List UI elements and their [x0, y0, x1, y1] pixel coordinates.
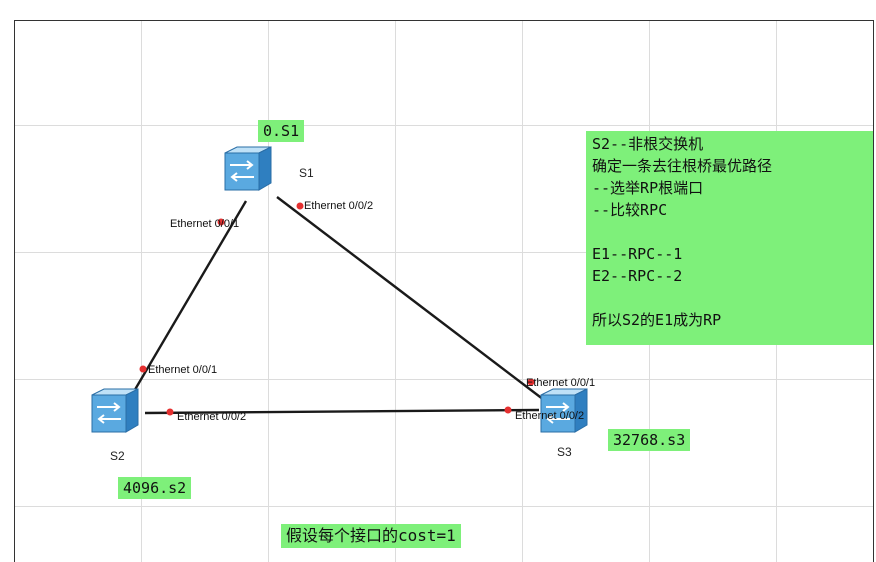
note-line: S2--非根交换机	[592, 135, 704, 153]
link-layer	[131, 196, 549, 416]
switch-icon	[224, 146, 272, 191]
port-dot-s3-e2[interactable]	[504, 406, 512, 414]
device-label-s1: S1	[299, 166, 314, 180]
port-dot-s2-e1[interactable]	[139, 365, 147, 373]
note-line: 所以S2的E1成为RP	[592, 311, 722, 329]
note-line: --选举RP根端口	[592, 179, 704, 197]
switch-s2[interactable]	[88, 387, 142, 435]
device-label-s3: S3	[557, 445, 572, 459]
note-spacer	[592, 221, 873, 243]
port-label-s2-e1: Ethernet 0/0/1	[148, 364, 218, 376]
switch-s1[interactable]	[221, 145, 275, 193]
port-dot-s1-e1[interactable]	[217, 218, 225, 226]
note-line: --比较RPC	[592, 201, 668, 219]
switch-icon	[91, 388, 139, 433]
priority-tag-s3: 32768.s3	[608, 429, 691, 451]
port-label-s1-e2: Ethernet 0/0/2	[304, 200, 374, 212]
link-s2-s3	[144, 408, 540, 415]
link-s1-s3	[276, 196, 549, 404]
port-label-s2-e2: Ethernet 0/0/2	[177, 411, 247, 423]
cost-note: 假设每个接口的cost=1	[281, 524, 461, 548]
priority-tag-s1: 0.S1	[258, 120, 305, 142]
device-label-s2: S2	[110, 449, 125, 463]
topology-canvas: S1 0.S1 S2 4096.s2 S3 32768.s3 Ethernet …	[14, 20, 874, 562]
priority-tag-s2: 4096.s2	[118, 477, 192, 499]
port-dot-s3-e1[interactable]	[527, 378, 535, 386]
port-label-s3-e1: Ethernet 0/0/1	[526, 377, 596, 389]
port-dot-s2-e2[interactable]	[166, 408, 174, 416]
port-dot-s1-e2[interactable]	[296, 202, 304, 210]
switch-icon	[540, 388, 588, 433]
note-spacer	[592, 287, 873, 309]
note-line: E2--RPC--2	[592, 267, 683, 285]
switch-s3[interactable]	[537, 387, 591, 435]
explanation-note: S2--非根交换机 确定一条去往根桥最优路径 --选举RP根端口 --比较RPC…	[586, 131, 873, 345]
port-label-s3-e2: Ethernet 0/0/2	[515, 410, 585, 422]
note-line: 确定一条去往根桥最优路径	[592, 157, 773, 175]
link-s1-s2	[131, 200, 248, 394]
note-line: E1--RPC--1	[592, 245, 683, 263]
port-label-s1-e1: Ethernet 0/0/1	[170, 218, 240, 230]
